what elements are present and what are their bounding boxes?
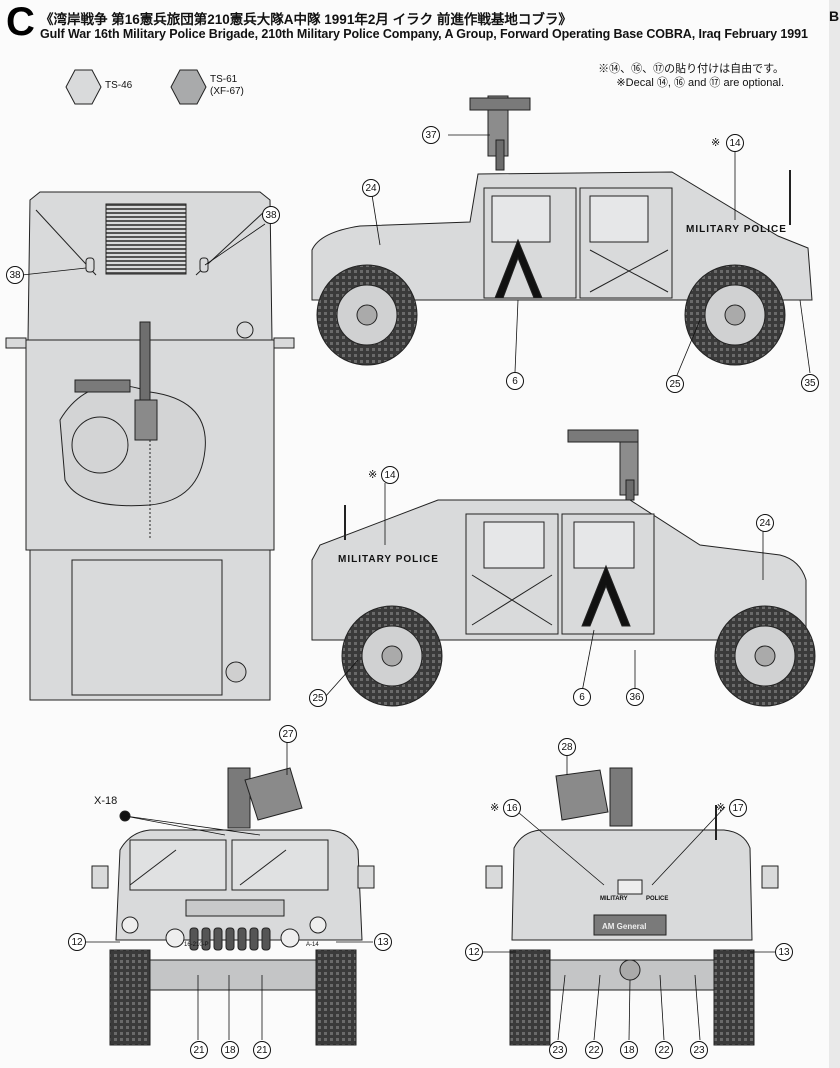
title-english: Gulf War 16th Military Police Brigade, 2…	[40, 27, 808, 41]
section-letter: C	[6, 0, 35, 44]
callout-13b: 13	[775, 943, 793, 961]
paint-swatch-ts46	[65, 69, 102, 105]
adjacent-section-letter: B	[829, 8, 840, 24]
rear-plate: AM General	[602, 922, 646, 931]
callout-22-right: 22	[655, 1041, 673, 1059]
paint-code-alt: (XF-67)	[210, 86, 244, 97]
front-bumper-right-mark: A-14	[306, 942, 319, 948]
front-view	[91, 767, 375, 1046]
title-japanese: 《湾岸戦争 第16憲兵旅団第210憲兵大隊A中隊 1991年2月 イラク 前進作…	[40, 12, 572, 27]
side-view-left	[311, 429, 816, 707]
optional-mark-14: ※	[711, 137, 721, 149]
callout-12: 12	[68, 933, 86, 951]
callout-38-left: 38	[6, 266, 24, 284]
callout-24b: 24	[756, 514, 774, 532]
callout-21-right: 21	[253, 1041, 271, 1059]
callout-21-left: 21	[190, 1041, 208, 1059]
paint-code: TS-46	[105, 80, 133, 91]
callout-14b: 14	[381, 466, 399, 484]
callout-38-right: 38	[262, 206, 280, 224]
callout-16: 16	[503, 799, 521, 817]
adjacent-page-edge: B	[829, 0, 840, 1068]
paint-code: TS-61	[210, 74, 238, 85]
callout-35: 35	[801, 374, 819, 392]
optional-mark-17: ※	[716, 802, 726, 814]
optional-note-en: ※Decal ⑭, ⑯ and ⑰ are optional.	[616, 77, 784, 89]
callout-23-left: 23	[549, 1041, 567, 1059]
front-light-label: X-18	[94, 795, 118, 807]
rear-marking-left: MILITARY	[600, 896, 628, 902]
callout-leaders	[21, 134, 811, 1041]
callout-17: 17	[729, 799, 747, 817]
callout-12b: 12	[465, 943, 483, 961]
callout-27: 27	[279, 725, 297, 743]
front-bumper-left-mark: 16-210-P	[184, 942, 209, 948]
callout-36: 36	[626, 688, 644, 706]
paint-label-ts61: TS-61 (XF-67)	[210, 74, 244, 98]
top-view	[5, 191, 295, 701]
callout-23-right: 23	[690, 1041, 708, 1059]
callout-6b: 6	[573, 688, 591, 706]
callout-28: 28	[558, 738, 576, 756]
callout-24: 24	[362, 179, 380, 197]
callout-18b: 18	[620, 1041, 638, 1059]
callout-37: 37	[422, 126, 440, 144]
side-marking-2: MILITARY POLICE	[338, 554, 439, 565]
rear-marking-right: POLICE	[646, 896, 668, 902]
paint-label-ts46: TS-46	[105, 80, 132, 92]
callout-18: 18	[221, 1041, 239, 1059]
callout-14: 14	[726, 134, 744, 152]
optional-mark-14b: ※	[368, 469, 378, 481]
optional-note-ja: ※⑭、⑯、⑰の貼り付けは自由です。	[598, 63, 784, 75]
callout-13: 13	[374, 933, 392, 951]
callout-25: 25	[666, 375, 684, 393]
side-view-right	[311, 95, 813, 366]
callout-25b: 25	[309, 689, 327, 707]
side-marking-1: MILITARY POLICE	[686, 224, 787, 235]
callout-6: 6	[506, 372, 524, 390]
callout-22-left: 22	[585, 1041, 603, 1059]
paint-swatch-ts61	[170, 69, 207, 105]
optional-mark-16: ※	[490, 802, 500, 814]
